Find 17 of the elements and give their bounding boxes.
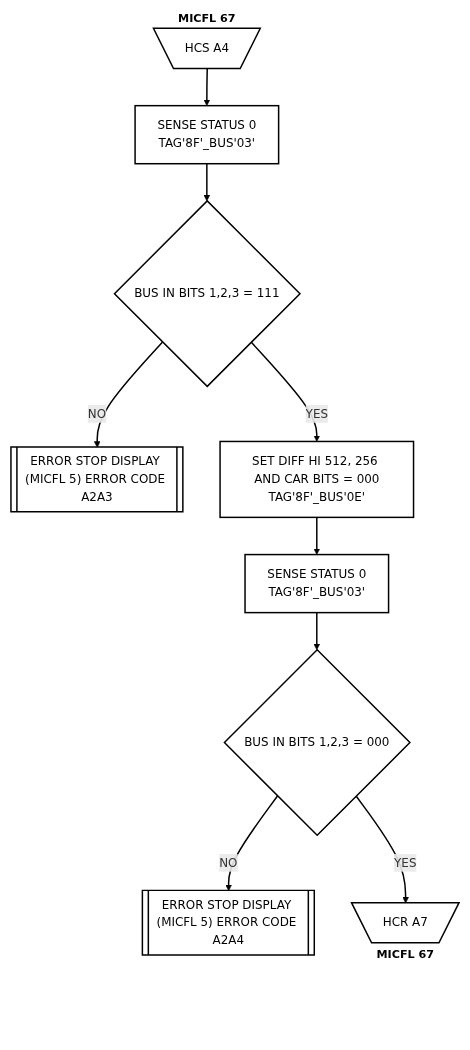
node-box: SENSE STATUS 0 TAG'8F'_BUS'03' bbox=[244, 553, 390, 614]
arrow bbox=[203, 68, 211, 106]
page-reference: MICFL 67 bbox=[376, 947, 435, 961]
edge-label: NO bbox=[219, 855, 238, 870]
page-reference: MICFL 67 bbox=[178, 12, 236, 26]
arrow bbox=[313, 611, 321, 651]
node-box: SENSE STATUS 0 TAG'8F'_BUS'03' bbox=[134, 104, 280, 165]
arrow bbox=[250, 341, 321, 442]
edge-label: NO bbox=[87, 406, 107, 421]
arrow bbox=[313, 516, 321, 555]
edge-label: YES bbox=[394, 855, 417, 870]
arrow bbox=[93, 341, 164, 448]
node-diamond: BUS IN BITS 1,2,3 = 000 bbox=[223, 648, 411, 837]
edge-label: YES bbox=[305, 406, 328, 421]
node-diamond: BUS IN BITS 1,2,3 = 111 bbox=[113, 199, 301, 388]
node-box: SET DIFF HI 512, 256 AND CAR BITS = 000 TAG'8F'_BUS'0E' bbox=[219, 440, 415, 519]
arrow bbox=[203, 162, 211, 202]
